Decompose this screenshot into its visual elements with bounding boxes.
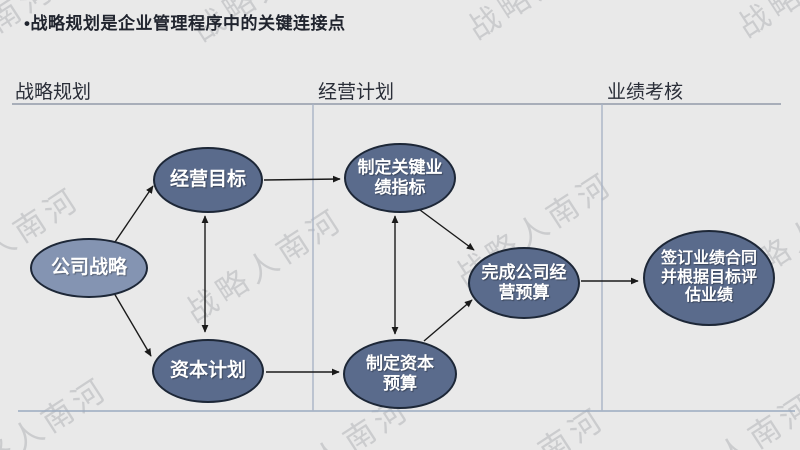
arrow-strategy-to-goals <box>114 185 154 243</box>
node-label: 签订业绩合同并根据目标评估业绩 <box>660 249 757 305</box>
node-label: 制定关键业绩指标 <box>357 157 443 197</box>
node-business-goals[interactable]: 经营目标 <box>153 147 263 213</box>
arrow-strategy-to-capital-plan <box>113 292 152 357</box>
node-capital-plan[interactable]: 资本计划 <box>152 339 264 403</box>
node-capital-budget[interactable]: 制定资本预算 <box>343 339 457 409</box>
node-performance-contract[interactable]: 签订业绩合同并根据目标评估业绩 <box>643 230 775 326</box>
arrow-kpi-to-operating-budget <box>419 209 475 251</box>
node-label: 公司战略 <box>50 256 127 278</box>
node-label: 资本计划 <box>169 359 246 381</box>
node-label: 完成公司经营预算 <box>481 262 567 302</box>
node-label: 制定资本预算 <box>366 353 434 393</box>
node-company-strategy[interactable]: 公司战略 <box>30 238 148 298</box>
node-operating-budget[interactable]: 完成公司经营预算 <box>468 247 580 319</box>
node-label: 经营目标 <box>169 168 246 190</box>
slide-title: •战略规划是企业管理程序中的关键连接点 <box>24 14 346 33</box>
node-kpi[interactable]: 制定关键业绩指标 <box>344 143 456 213</box>
column-header-business-plan: 经营计划 <box>318 82 395 103</box>
arrow-capital-budget-to-operating-budget <box>423 299 473 342</box>
arrow-goals-to-kpi <box>263 175 341 183</box>
column-header-performance-review: 业绩考核 <box>607 82 684 103</box>
column-header-strategic-planning: 战略规划 <box>15 82 92 103</box>
